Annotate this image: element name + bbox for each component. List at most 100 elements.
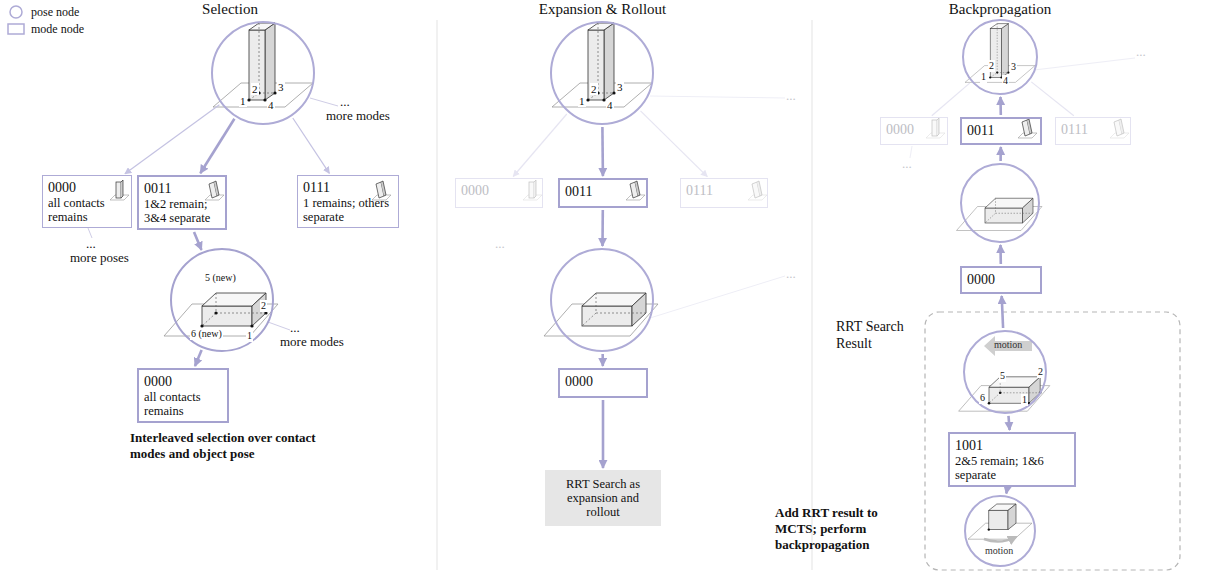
panel-title: Selection <box>170 1 290 18</box>
legend-text: mode node <box>31 22 84 36</box>
annotation: ... <box>786 88 806 103</box>
corner-label: 3 <box>277 81 285 93</box>
tree-edge <box>601 354 604 366</box>
pose-node: 2 3 1 4 <box>962 19 1038 95</box>
tree-edge <box>932 83 970 116</box>
pose-node <box>550 248 654 352</box>
pose-node: 2 3 1 4 <box>550 21 654 125</box>
corner-label: 2 <box>988 60 995 72</box>
mode-description: 1&2 remain; 3&4 separate <box>144 197 220 225</box>
annotation: ... <box>495 236 515 251</box>
tree-edge <box>999 147 1002 161</box>
annotation: more modes <box>326 108 390 123</box>
mode-code: 1001 <box>955 437 1069 454</box>
mode-node: 0011 <box>558 178 648 208</box>
mode-node: 0111 <box>680 178 768 208</box>
tree-edge <box>195 350 202 366</box>
mode-code: 0000 <box>48 179 126 196</box>
mode-node: 01111 remains; others separate <box>297 175 399 228</box>
corner-label: 6 (new) <box>190 328 223 340</box>
tree-edge <box>601 127 604 176</box>
process-box: RRT Search as expansion and rollout <box>545 470 661 526</box>
tree-edge <box>1002 296 1003 328</box>
tree-edge <box>1031 82 1074 116</box>
corner-label: 1 <box>1021 394 1028 406</box>
mode-code: 0111 <box>303 179 393 196</box>
corner-label: 2 <box>260 300 267 312</box>
pose-node: motion <box>964 495 1036 567</box>
tree-edge <box>200 119 234 174</box>
mode-description: RRT Search as expansion and rollout <box>551 477 655 519</box>
mode-code: 0000 <box>565 373 641 390</box>
mode-node: 0000 <box>455 178 543 208</box>
mode-description: 1 remains; others separate <box>303 196 393 224</box>
mode-node: 0000all contacts remains <box>42 175 132 228</box>
tree-edge <box>194 232 202 250</box>
corner-label: 6 <box>979 392 986 404</box>
corner-label: motion <box>984 545 1014 557</box>
tree-edge <box>601 210 604 246</box>
mode-code: 0000 <box>886 121 942 138</box>
tree-edge <box>999 245 1002 264</box>
mode-code: 0000 <box>461 182 537 199</box>
panel-title: Expansion & Rollout <box>520 1 685 18</box>
mode-description: all contacts remains <box>48 196 126 224</box>
corner-label: 4 <box>606 99 614 111</box>
corner-label: 2 <box>1037 366 1044 378</box>
tree-edge <box>641 111 708 177</box>
corner-label: 4 <box>267 99 275 111</box>
tree-edge <box>1009 416 1010 430</box>
mode-node: 0000 <box>558 368 648 398</box>
caption-note: Add RRT result to MCTS; perform backprop… <box>775 505 920 553</box>
corner-label: 2 <box>590 83 598 95</box>
tree-edge <box>602 400 605 468</box>
mode-description: 2&5 remain; 1&6 separate <box>955 454 1069 482</box>
pose-node: 5 2 6 1 motion <box>963 330 1047 414</box>
corner-label: 3 <box>1010 61 1017 73</box>
mode-node: 0000 <box>880 117 948 145</box>
annotation: more modes <box>280 334 344 349</box>
tree-edge <box>1005 489 1008 494</box>
corner-label: 3 <box>616 81 624 93</box>
annotation: more poses <box>70 250 129 265</box>
annotation: ... <box>786 266 806 281</box>
mode-code: 0111 <box>686 182 762 199</box>
corner-label: motion <box>993 339 1023 351</box>
corner-label: 1 <box>239 95 247 107</box>
corner-label: 4 <box>1002 75 1009 87</box>
corner-label: 1 <box>578 95 586 107</box>
corner-label: 1 <box>246 330 253 342</box>
mode-code: 0000 <box>144 373 222 390</box>
mode-description: all contacts remains <box>144 390 222 418</box>
mode-node: 0111 <box>1055 117 1131 145</box>
corner-label: 5 (new) <box>204 272 237 284</box>
legend-text: pose node <box>31 5 79 19</box>
legend-sample <box>6 5 26 19</box>
corner-label: 5 <box>999 370 1006 382</box>
mode-node: 0011 <box>960 117 1042 145</box>
pose-node: 5 (new) 2 6 (new) 1 <box>170 248 274 352</box>
mode-code: 0011 <box>144 180 220 197</box>
annotation: RRT Search Result <box>836 318 916 352</box>
mode-code: 0011 <box>967 122 1035 139</box>
legend-sample <box>6 22 26 36</box>
annotation: ... <box>86 236 106 251</box>
annotation: ... <box>902 156 922 171</box>
tree-edge <box>513 114 567 177</box>
mode-node: 0000 <box>960 266 1042 294</box>
annotation: ... <box>340 94 360 109</box>
tree-edge <box>999 97 1002 115</box>
corner-label: 1 <box>980 71 987 83</box>
annotation: ... <box>1136 44 1156 59</box>
pose-node: 2314 <box>211 21 315 125</box>
mode-node: 0000all contacts remains <box>137 368 229 423</box>
caption-note: Interleaved selection over contact modes… <box>130 430 330 462</box>
pose-node <box>960 163 1040 243</box>
legend-row: pose node <box>6 4 79 20</box>
mode-code: 0111 <box>1061 121 1125 138</box>
legend-row: mode node <box>6 21 84 37</box>
mode-node: 10012&5 remain; 1&6 separate <box>948 432 1076 487</box>
annotation: ... <box>290 320 310 335</box>
tree-edge <box>293 118 330 173</box>
